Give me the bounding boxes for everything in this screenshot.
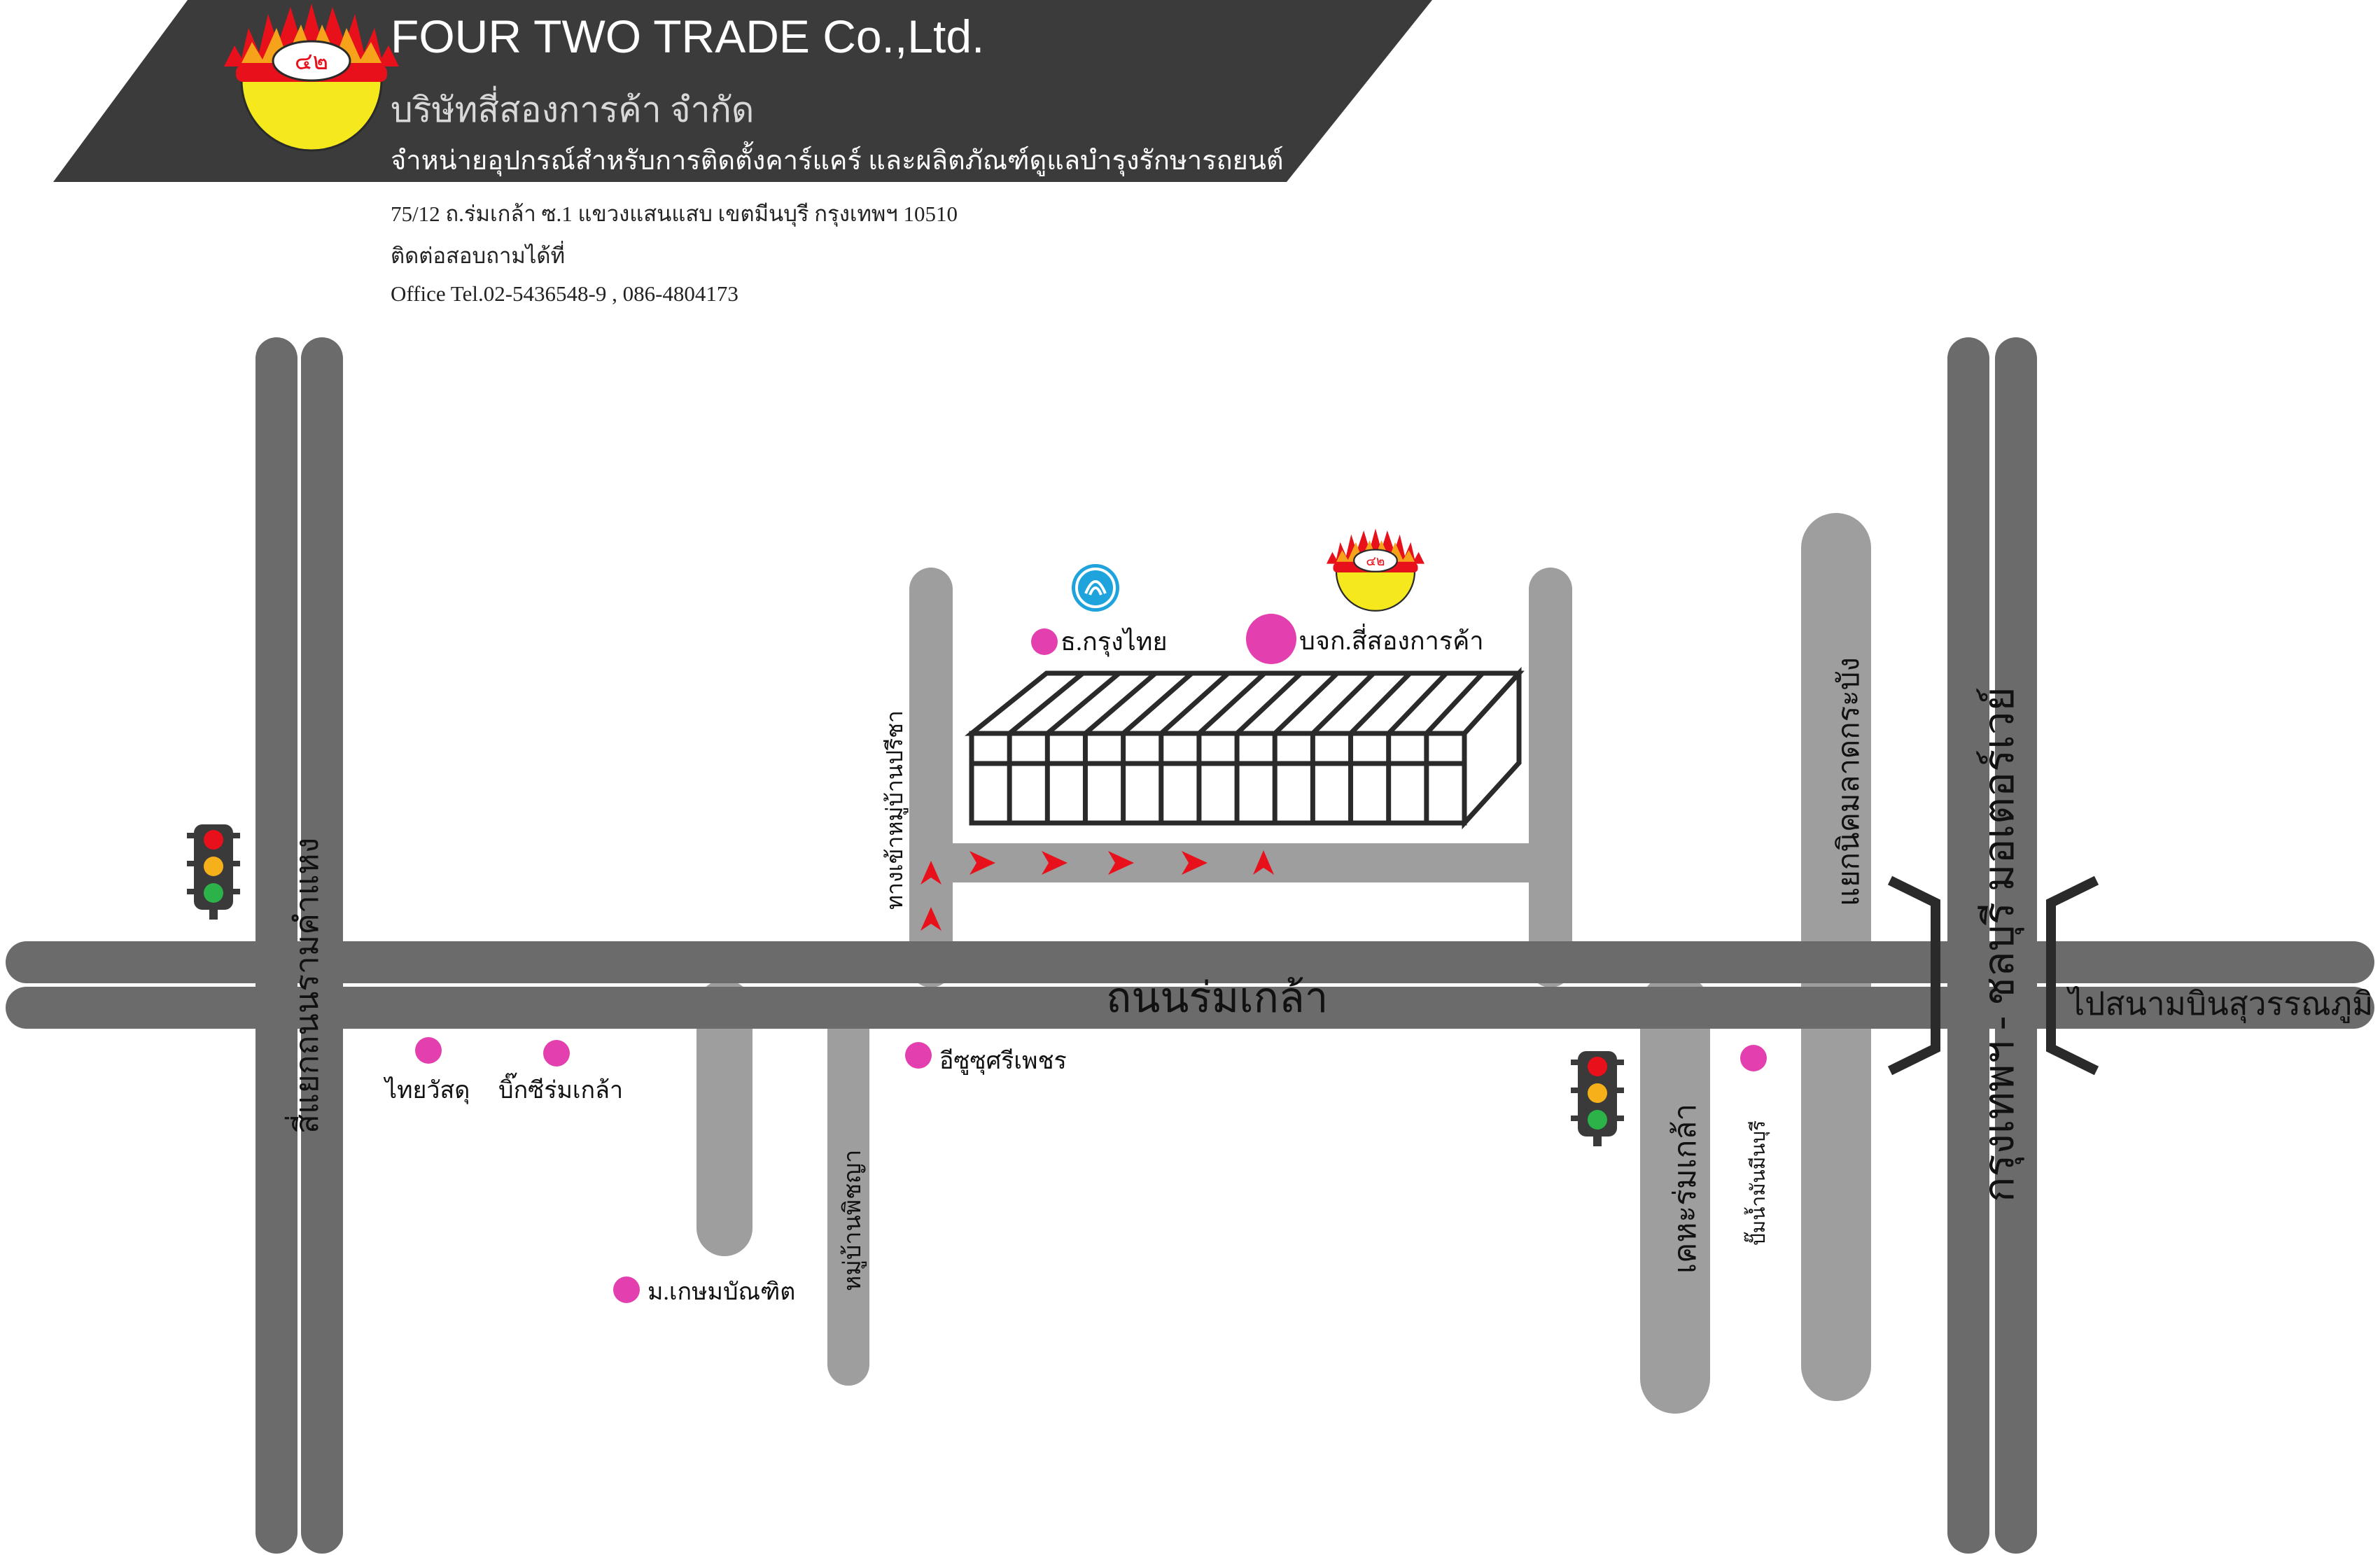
arrow-right-2 (1042, 851, 1068, 875)
label-khet-romklao: เคหะร่มเกล้า (1668, 1103, 1702, 1274)
label-village-entrance: ทางเข้าหมู่บ้านปรีชา (882, 710, 907, 910)
label-company: บจก.สี่สองการค้า (1299, 627, 1484, 655)
pin-kasem (613, 1276, 640, 1303)
label-gas-station: ปั๊มน้ำมันมีนบุรี (1748, 1120, 1770, 1246)
logo-text-small: ๔๒ (1366, 554, 1385, 569)
label-thaiwatsadu: ไทยวัสดุ (385, 1078, 470, 1104)
label-airport: ไปสนามบินสุวรรณภูมิ (2068, 986, 2374, 1022)
arrow-up-2 (920, 861, 941, 885)
logo-text: ๔๒ (295, 49, 328, 75)
company-logo-icon: ๔๒ (224, 3, 399, 152)
krungthai-bank-icon (1072, 564, 1119, 612)
label-main-road: ถนนร่มเกล้า (1106, 975, 1329, 1021)
contact-inquiry: ติดต่อสอบถามได้ที่ (391, 244, 565, 268)
traffic-light-icon (187, 824, 240, 920)
label-picha-village: หมู่บ้านพิชญา (840, 1149, 866, 1291)
motorway-brackets (1887, 875, 2099, 1076)
pin-thaiwatsadu (415, 1037, 442, 1064)
place-pins (415, 614, 1767, 1303)
company-name-th: บริษัทสี่สองการค้า จำกัด (391, 90, 755, 129)
arrow-right-3 (1108, 851, 1134, 875)
company-description: จำหน่ายอุปกรณ์สำหรับการติดตั้งคาร์แคร์ แ… (391, 146, 1284, 176)
pin-company (1246, 614, 1296, 664)
arrow-up-1 (920, 907, 941, 931)
pin-gas-station (1740, 1045, 1767, 1071)
label-isuzu: อีซูซุศรีเพชร (939, 1048, 1067, 1074)
arrow-right-4 (1182, 851, 1208, 875)
contact-phone: Office Tel.02-5436548-9 , 086-4804173 (391, 281, 738, 306)
direction-arrows (920, 850, 1274, 931)
arrow-up-3 (1253, 850, 1274, 875)
arrow-right-1 (969, 851, 995, 875)
label-ramkhamhaeng: สี่แยกถนนรามคำแหง (289, 837, 325, 1134)
label-kasem: ม.เกษมบัณฑิต (648, 1279, 796, 1305)
pin-isuzu (905, 1042, 932, 1069)
pin-bigc (543, 1040, 570, 1067)
label-lat-krabang: แยกนิคมลาดกระบัง (1833, 657, 1865, 906)
pin-krungthai (1031, 628, 1058, 655)
company-address: 75/12 ถ.ร่มเกล้า ซ.1 แขวงแสนแสบ เขตมีนบุ… (391, 202, 958, 226)
company-location-logo-icon: ๔๒ (1326, 528, 1424, 612)
label-krungthai: ธ.กรุงไทย (1060, 628, 1168, 656)
label-bigc: บิ๊กซีร่มเกล้า (498, 1078, 624, 1104)
header-banner (53, 0, 1432, 182)
company-name-en: FOUR TWO TRADE Co.,Ltd. (391, 10, 985, 62)
traffic-light-icon (1571, 1051, 1624, 1146)
factory-building (965, 666, 1525, 830)
label-motorway: กรุงเทพฯ - ชลบุรี มอเตอร์เวย์ (1976, 687, 2022, 1202)
